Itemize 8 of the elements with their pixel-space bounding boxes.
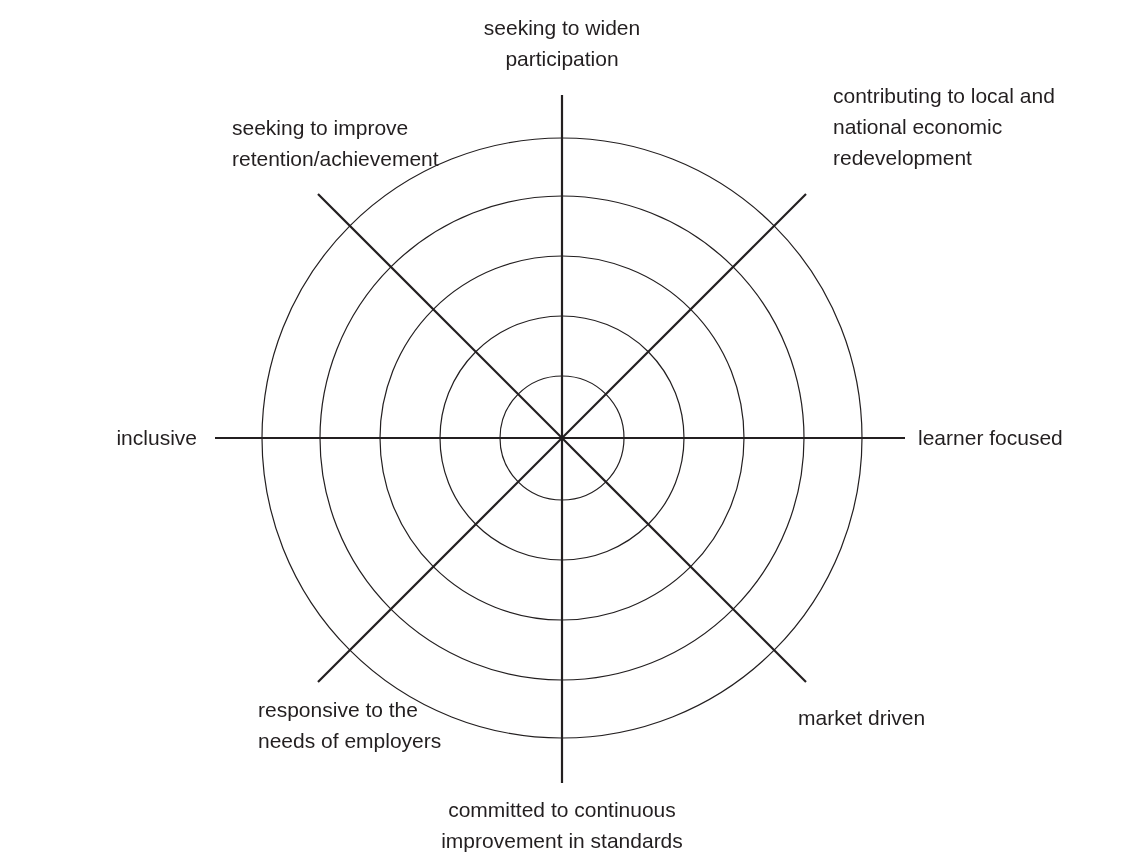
axis-label: learner focused xyxy=(918,425,1064,451)
axis-label: responsive to the needs of employers xyxy=(258,697,443,754)
axis-label: contributing to local and national economic redevelopment xyxy=(833,83,1056,171)
axis-label: seeking to improve retention/achievement xyxy=(232,115,440,172)
axis-label: seeking to widen participation xyxy=(482,15,642,72)
axis-label: committed to continuous improvement in standards xyxy=(440,797,684,854)
axis-label: market driven xyxy=(798,705,927,731)
axis-label: inclusive xyxy=(115,425,197,451)
